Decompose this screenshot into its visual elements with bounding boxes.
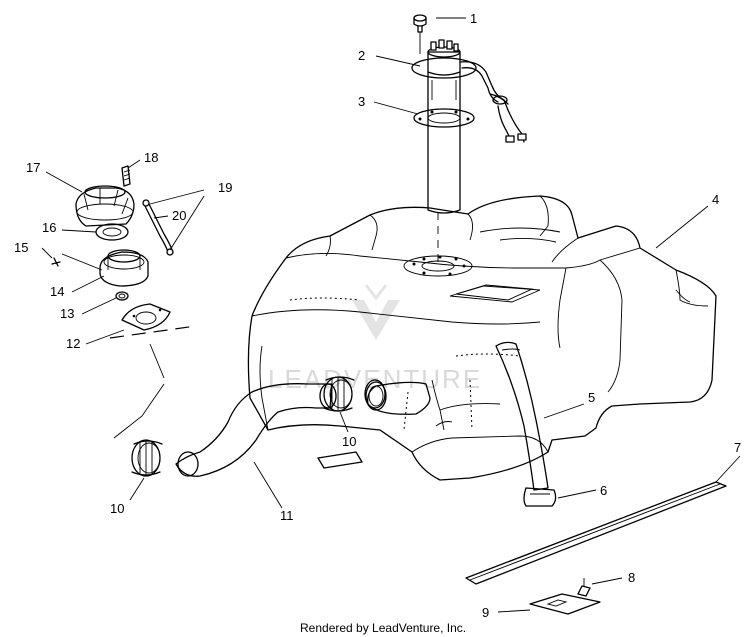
callout-15: 15 — [14, 240, 28, 255]
hose-clamp-upper — [323, 376, 355, 412]
footer-credit: Rendered by LeadVenture, Inc. — [300, 621, 466, 635]
filler-hose — [175, 383, 337, 477]
watermark-text: LEADVENTURE — [268, 364, 482, 394]
callout-leaders — [41, 17, 741, 613]
cap-gasket — [95, 223, 129, 241]
mounting-bracket — [529, 578, 601, 615]
filler-neck-ring — [364, 379, 386, 409]
callout-12: 12 — [66, 336, 80, 351]
watermark-logo — [352, 284, 400, 340]
callout-4: 4 — [712, 192, 719, 207]
filler-neck-adapter — [99, 249, 149, 287]
alignment-line-2 — [149, 343, 165, 379]
callout-3: 3 — [358, 94, 365, 109]
callout-10-upper: 10 — [342, 434, 356, 449]
screw-15 — [51, 257, 61, 267]
callout-10-lower: 10 — [110, 501, 124, 516]
callout-2: 2 — [358, 48, 365, 63]
tank-filler-neck — [365, 381, 431, 415]
tank-bottom-tab — [317, 451, 363, 469]
callout-16: 16 — [42, 220, 56, 235]
filler-gasket — [121, 303, 171, 331]
callout-7: 7 — [734, 440, 741, 455]
callout-8: 8 — [628, 570, 635, 585]
tether-strap — [142, 199, 174, 256]
fuel-sender-assembly — [411, 14, 527, 264]
callout-9: 9 — [482, 605, 489, 620]
callout-14: 14 — [50, 284, 64, 299]
callout-11: 11 — [280, 508, 294, 523]
hose-clamp-lower — [131, 439, 163, 477]
callout-5: 5 — [588, 390, 595, 405]
foam-pad — [465, 481, 727, 585]
fuel-tank — [247, 195, 717, 481]
alignment-line — [109, 325, 197, 339]
callout-20: 20 — [172, 208, 186, 223]
callout-19: 19 — [218, 180, 232, 195]
callout-6: 6 — [600, 483, 607, 498]
foam-pad-edge — [469, 483, 721, 581]
callout-13: 13 — [60, 306, 74, 321]
cap-tether-screw — [121, 165, 131, 187]
lock-washer — [115, 291, 129, 301]
callout-18: 18 — [144, 150, 158, 165]
fuel-cap — [75, 185, 135, 227]
tank-strap — [495, 341, 557, 507]
callout-1: 1 — [470, 11, 477, 26]
callout-17: 17 — [26, 160, 40, 175]
callout-labels: 1 2 3 4 5 6 7 8 9 10 10 11 12 13 14 15 1… — [14, 11, 741, 620]
alignment-line-3 — [113, 383, 165, 439]
